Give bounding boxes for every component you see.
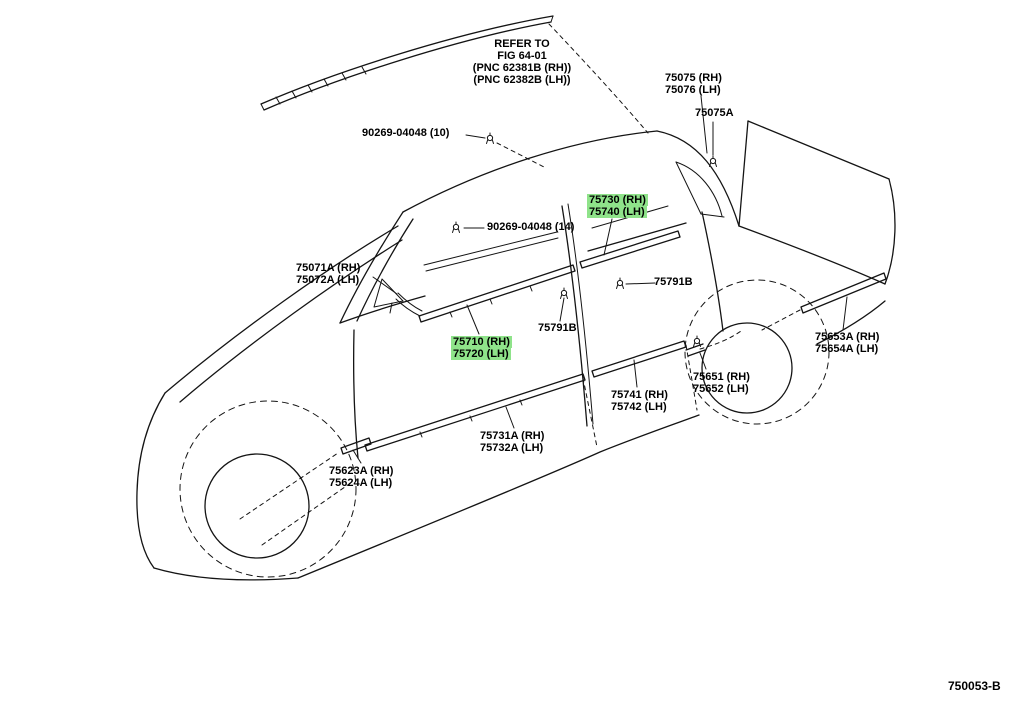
quarter-lower-moulding-75651 — [685, 343, 706, 357]
part-number-text: 75731A (RH) — [480, 430, 545, 442]
clip-icon — [693, 335, 701, 347]
refer-note-line: REFER TO — [494, 38, 550, 50]
refer-note-line: (PNC 62381B (RH)) — [472, 62, 572, 74]
part-number-text-highlighted: 75730 (RH) — [587, 194, 648, 206]
part-label-90269-04048-10: 90269-04048 (10) — [362, 127, 449, 139]
part-label-90269-04048-14: 90269-04048 (14) — [487, 221, 574, 233]
part-label-75791B-lower: 75791B — [538, 322, 577, 334]
front-wheel — [179, 400, 357, 578]
part-label-75731A-75732A: 75731A (RH) 75732A (LH) — [480, 430, 544, 454]
part-number-text-highlighted: 75710 (RH) — [451, 336, 512, 348]
part-number-text: 75732A (LH) — [480, 442, 544, 454]
part-number-text: 75742 (LH) — [611, 401, 667, 413]
part-number-text: 75791B — [538, 322, 577, 334]
part-number-text: 75075 (RH) — [665, 72, 722, 84]
quarter-rear-moulding-75653A — [800, 272, 887, 314]
part-number-text-highlighted: 75720 (LH) — [451, 348, 511, 360]
clip-icon — [616, 277, 624, 289]
part-number-text: 75651 (RH) — [693, 371, 750, 383]
part-number-text: 90269-04048 (14) — [487, 221, 575, 233]
part-number-text: 75071A (RH) — [296, 262, 361, 274]
part-number-text: 75654A (LH) — [815, 343, 879, 355]
part-label-75623A-75624A: 75623A (RH) 75624A (LH) — [329, 465, 393, 489]
dashed-alignment-lines — [239, 23, 801, 546]
part-label-75741-75742: 75741 (RH) 75742 (LH) — [611, 389, 668, 413]
front-door-belt-moulding-75710 — [418, 264, 576, 323]
part-label-75730-75740: 75730 (RH) 75740 (LH) — [587, 194, 648, 218]
part-number-text: 75075A — [695, 107, 734, 119]
leader-lines — [352, 95, 848, 464]
rear-door-lower-moulding-75741 — [591, 340, 687, 378]
part-number-text: 75741 (RH) — [611, 389, 668, 401]
car-body-outline — [136, 120, 896, 581]
rear-door-belt-moulding-75730 — [579, 230, 681, 269]
part-label-75791B-right: 75791B — [654, 276, 693, 288]
clip-icon — [709, 155, 717, 167]
front-door-lower-moulding-75731A — [364, 373, 586, 452]
part-label-75071A-75072A: 75071A (RH) 75072A (LH) — [296, 262, 360, 286]
part-label-75651-75652: 75651 (RH) 75652 (LH) — [693, 371, 750, 395]
front-fender-moulding-75623A — [340, 437, 372, 455]
part-number-text: 75072A (LH) — [296, 274, 360, 286]
refer-note: REFER TO FIG 64-01 (PNC 62381B (RH)) (PN… — [452, 38, 592, 86]
refer-note-line: (PNC 62382B (LH)) — [473, 74, 571, 86]
roof-drip-moulding — [260, 15, 554, 111]
part-label-75653A-75654A: 75653A (RH) 75654A (LH) — [815, 331, 879, 355]
clip-icon — [560, 287, 568, 299]
refer-note-line: FIG 64-01 — [497, 50, 547, 62]
part-number-text: 75652 (LH) — [693, 383, 749, 395]
part-number-text: 90269-04048 (10) — [362, 127, 450, 139]
clip-icon — [486, 132, 494, 144]
part-label-75075-75076: 75075 (RH) 75076 (LH) — [665, 72, 722, 96]
figure-code: 750053-B — [948, 679, 1001, 693]
part-number-text: 75653A (RH) — [815, 331, 880, 343]
part-number-text: 75623A (RH) — [329, 465, 394, 477]
part-number-text: 75624A (LH) — [329, 477, 393, 489]
part-number-text: 75076 (LH) — [665, 84, 721, 96]
rear-wheel — [684, 279, 830, 425]
part-number-text: 75791B — [654, 276, 693, 288]
clip-icon — [452, 221, 460, 233]
part-label-75075A: 75075A — [695, 107, 734, 119]
part-number-text-highlighted: 75740 (LH) — [587, 206, 647, 218]
part-label-75710-75720: 75710 (RH) 75720 (LH) — [451, 336, 512, 360]
